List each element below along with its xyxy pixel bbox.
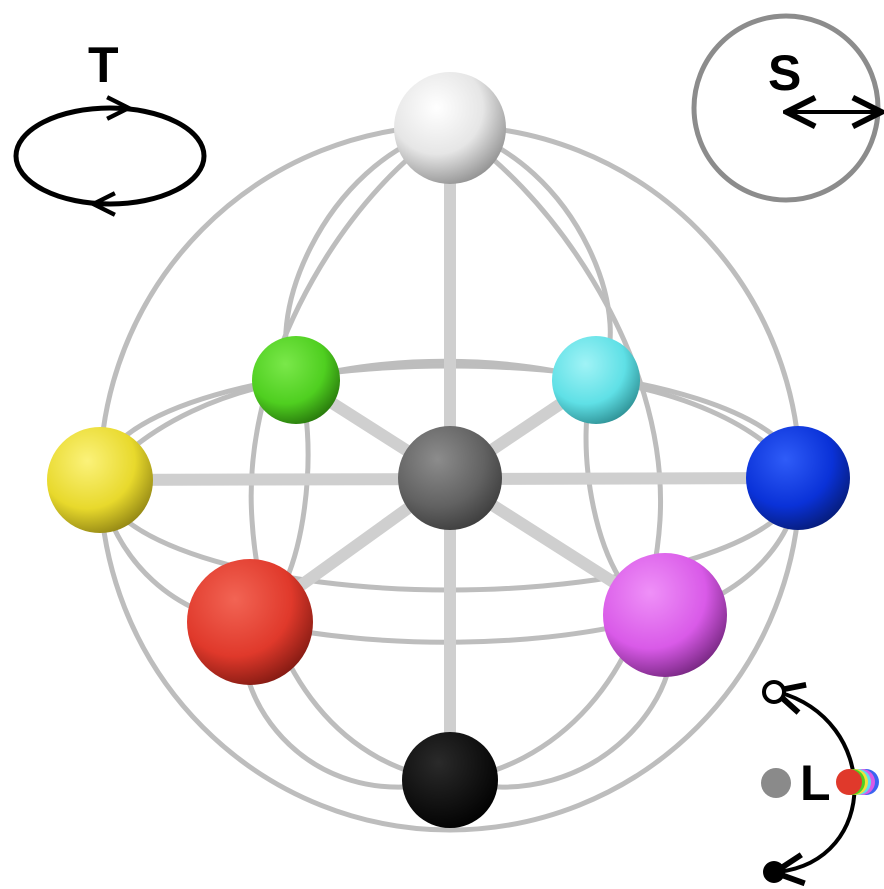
light-end-dot bbox=[762, 680, 786, 704]
saturation-radius-icon bbox=[691, 13, 878, 203]
cyan-sphere bbox=[552, 336, 640, 424]
label-l: L bbox=[800, 755, 831, 811]
label-t: T bbox=[88, 37, 119, 93]
lightness-arc-icon bbox=[761, 680, 879, 883]
label-s: S bbox=[768, 45, 802, 101]
gray-dot bbox=[761, 768, 791, 798]
meridian-right-back bbox=[449, 125, 675, 790]
meridian-inner-left bbox=[248, 125, 452, 783]
hue-dot-red bbox=[836, 769, 862, 795]
meridian-left-back bbox=[241, 125, 451, 790]
meridian-inner-right bbox=[448, 125, 664, 783]
rotation-loop-icon bbox=[13, 108, 207, 204]
dark-end-dot bbox=[763, 861, 785, 883]
red-sphere bbox=[187, 559, 313, 685]
gray-sphere bbox=[398, 426, 502, 530]
yellow-sphere bbox=[47, 427, 153, 533]
magenta-sphere bbox=[603, 553, 727, 677]
black-sphere bbox=[402, 732, 498, 828]
green-sphere bbox=[252, 336, 340, 424]
white-sphere bbox=[394, 72, 506, 184]
blue-sphere bbox=[746, 426, 850, 530]
